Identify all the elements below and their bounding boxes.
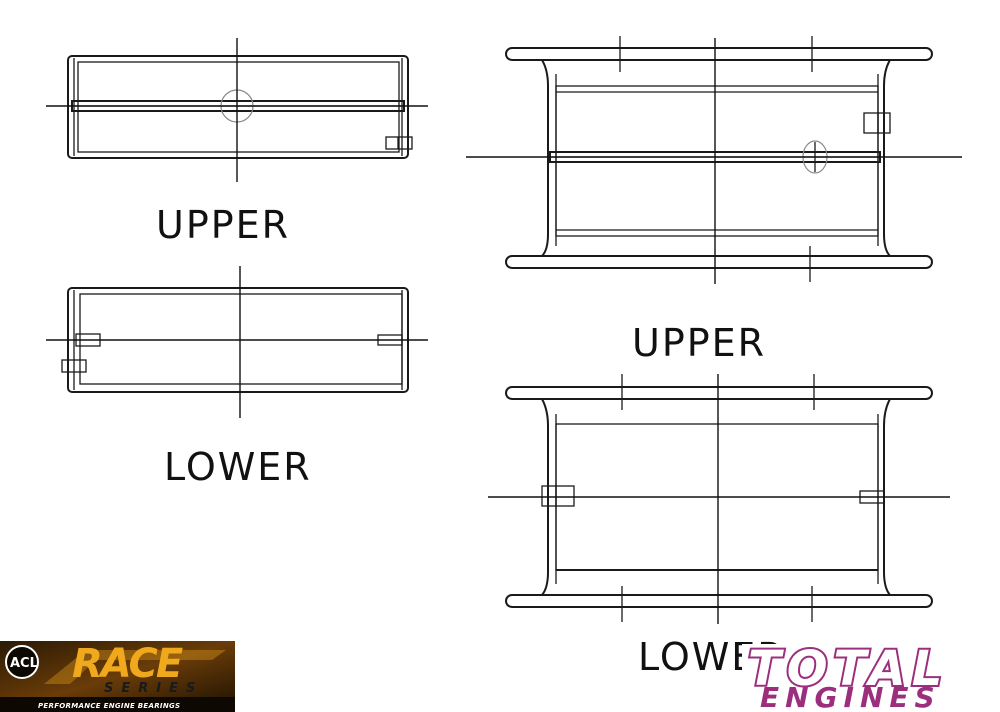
rod-lower-label: LOWER (164, 445, 312, 489)
total-engines-logo: TOTAL ENGINES (742, 639, 1000, 712)
main-bearing-lower (488, 374, 950, 624)
rod-bearing-upper (46, 38, 428, 182)
acl-mark: ACL (10, 656, 38, 671)
acl-badge-icon (5, 645, 39, 679)
rod-upper-label: UPPER (156, 203, 290, 247)
acl-tagline: PERFORMANCE ENGINE BEARINGS (38, 702, 180, 710)
main-bearing-upper (466, 36, 962, 284)
race-wordmark: RACE (72, 641, 183, 687)
main-upper-label: UPPER (632, 321, 766, 365)
acl-race-series-logo: ACL RACE SERIES PERFORMANCE ENGINE BEARI… (0, 641, 235, 712)
series-wordmark: SERIES (104, 681, 203, 696)
rod-bearing-lower (46, 266, 428, 418)
total-wordmark: TOTAL (748, 641, 948, 697)
engines-wordmark: ENGINES (760, 681, 941, 712)
